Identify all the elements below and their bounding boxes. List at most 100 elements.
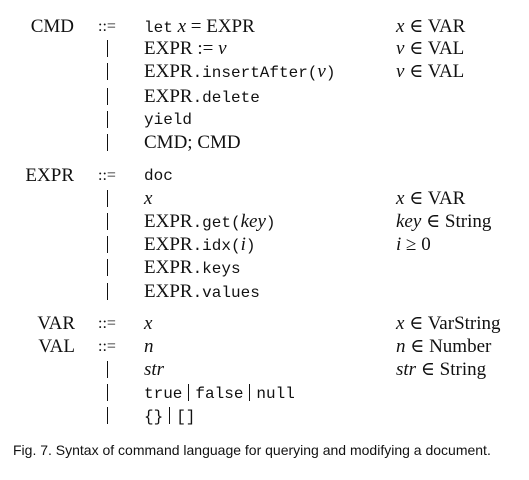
idx-method: .idx(: [192, 237, 241, 255]
expr-values-production: EXPR.values: [144, 281, 260, 304]
side-set: VAL: [427, 38, 465, 59]
element-of-symbol: ∈: [409, 188, 424, 209]
let-variable: x: [177, 16, 186, 37]
alternative-bar: [107, 88, 108, 105]
element-of-symbol: ∈: [420, 359, 435, 380]
alternative-bar: [107, 134, 108, 151]
alternative-bar: [107, 384, 108, 401]
var-side-condition: x ∈ VarString: [396, 313, 501, 335]
val-number-side-condition: n ∈ Number: [396, 336, 491, 358]
side-variable: v: [396, 38, 405, 59]
val-number-row: VAL ::= n n ∈ Number: [0, 336, 529, 358]
expr-idx-side-condition: i ≥ 0: [396, 234, 431, 256]
cmd-delete-row: EXPR.delete: [0, 86, 529, 108]
idx-close-paren: ): [245, 237, 256, 255]
cmd-assign-row: EXPR := v v ∈ VAL: [0, 38, 529, 60]
cmd-insert-side-condition: v ∈ VAL: [396, 61, 464, 83]
side-number: 0: [421, 234, 431, 255]
assign-expr: EXPR: [144, 38, 193, 59]
expr-definition-operator: ::=: [98, 167, 116, 184]
cmd-let-side-condition: x ∈ VAR: [396, 16, 465, 38]
insert-expr: EXPR: [144, 61, 193, 82]
val-string-row: str str ∈ String: [0, 359, 529, 381]
element-of-symbol: ∈: [426, 211, 441, 232]
yield-keyword: yield: [144, 111, 193, 129]
true-literal: true: [144, 385, 183, 403]
cmd-let-production: let x = EXPR: [144, 16, 255, 39]
values-method: .values: [192, 284, 260, 302]
assign-value: v: [218, 38, 227, 59]
let-expr: EXPR: [206, 16, 255, 37]
expr-var-side-condition: x ∈ VAR: [396, 188, 465, 210]
alternative-bar: [249, 384, 251, 401]
expr-doc-row: EXPR ::= doc: [0, 165, 529, 187]
var-definition-operator: ::=: [98, 315, 116, 332]
alternative-bar: [107, 213, 108, 230]
element-of-symbol: ∈: [409, 38, 424, 59]
side-set: String: [444, 211, 492, 232]
cmd-delete-production: EXPR.delete: [144, 86, 260, 109]
val-empty-production: {}[]: [144, 405, 195, 428]
val-empty-row: {}[]: [0, 405, 529, 427]
delete-expr: EXPR: [144, 86, 193, 107]
cmd-let-row: CMD ::= let x = EXPR x ∈ VAR: [0, 16, 529, 38]
side-variable: v: [396, 61, 405, 82]
val-string-production: str: [144, 359, 165, 380]
element-of-symbol: ∈: [409, 313, 424, 334]
expr-get-production: EXPR.get(key): [144, 211, 276, 234]
get-method: .get(: [192, 214, 241, 232]
element-of-symbol: ∈: [409, 61, 424, 82]
alternative-bar: [169, 407, 171, 424]
cmd-yield-row: yield: [0, 109, 529, 131]
val-definition-operator: ::=: [98, 338, 116, 355]
insert-after-method: .insertAfter(: [192, 64, 318, 82]
alternative-bar: [107, 40, 108, 57]
expr-keys-row: EXPR.keys: [0, 257, 529, 279]
expr-variable: x: [144, 188, 153, 209]
cmd-sequence-production: CMD; CMD: [144, 132, 241, 153]
expr-values-row: EXPR.values: [0, 281, 529, 303]
idx-argument: i: [240, 234, 246, 255]
var-production: x: [144, 313, 153, 334]
grammar-figure: CMD ::= let x = EXPR x ∈ VAR EXPR := v v…: [0, 16, 529, 426]
val-number-production: n: [144, 336, 154, 357]
expr-get-row: EXPR.get(key) key ∈ String: [0, 211, 529, 233]
keys-expr: EXPR: [144, 257, 193, 278]
get-close-paren: ): [265, 214, 276, 232]
side-variable: x: [396, 313, 405, 334]
cmd-nonterminal: CMD: [30, 16, 74, 37]
expr-idx-row: EXPR.idx(i) i ≥ 0: [0, 234, 529, 256]
keys-method: .keys: [192, 260, 241, 278]
idx-expr: EXPR: [144, 234, 193, 255]
side-variable: key: [396, 211, 422, 232]
side-set: VAL: [427, 61, 465, 82]
cmd-assign-side-condition: v ∈ VAL: [396, 38, 464, 60]
var-row: VAR ::= x x ∈ VarString: [0, 313, 529, 335]
insert-close-paren: ): [325, 64, 336, 82]
null-literal: null: [256, 385, 295, 403]
side-set: VAR: [427, 188, 466, 209]
expr-keys-production: EXPR.keys: [144, 257, 241, 280]
alternative-bar: [107, 259, 108, 276]
let-keyword: let: [144, 19, 173, 37]
alternative-bar: [107, 63, 108, 80]
doc-keyword: doc: [144, 167, 173, 185]
expr-nonterminal: EXPR: [25, 165, 74, 186]
cmd-definition-operator: ::=: [98, 18, 116, 35]
alternative-bar: [107, 407, 108, 424]
alternative-bar: [107, 111, 108, 128]
figure-caption: Fig. 7. Syntax of command language for q…: [13, 442, 491, 458]
var-nonterminal: VAR: [37, 313, 75, 334]
side-set: VAR: [427, 16, 466, 37]
side-set: String: [439, 359, 487, 380]
element-of-symbol: ∈: [409, 16, 424, 37]
side-set: Number: [429, 336, 492, 357]
assign-operator: :=: [197, 38, 214, 59]
side-variable: i: [396, 234, 402, 255]
expr-idx-production: EXPR.idx(i): [144, 234, 255, 257]
get-expr: EXPR: [144, 211, 193, 232]
delete-method: .delete: [192, 89, 260, 107]
element-of-symbol: ∈: [410, 336, 425, 357]
